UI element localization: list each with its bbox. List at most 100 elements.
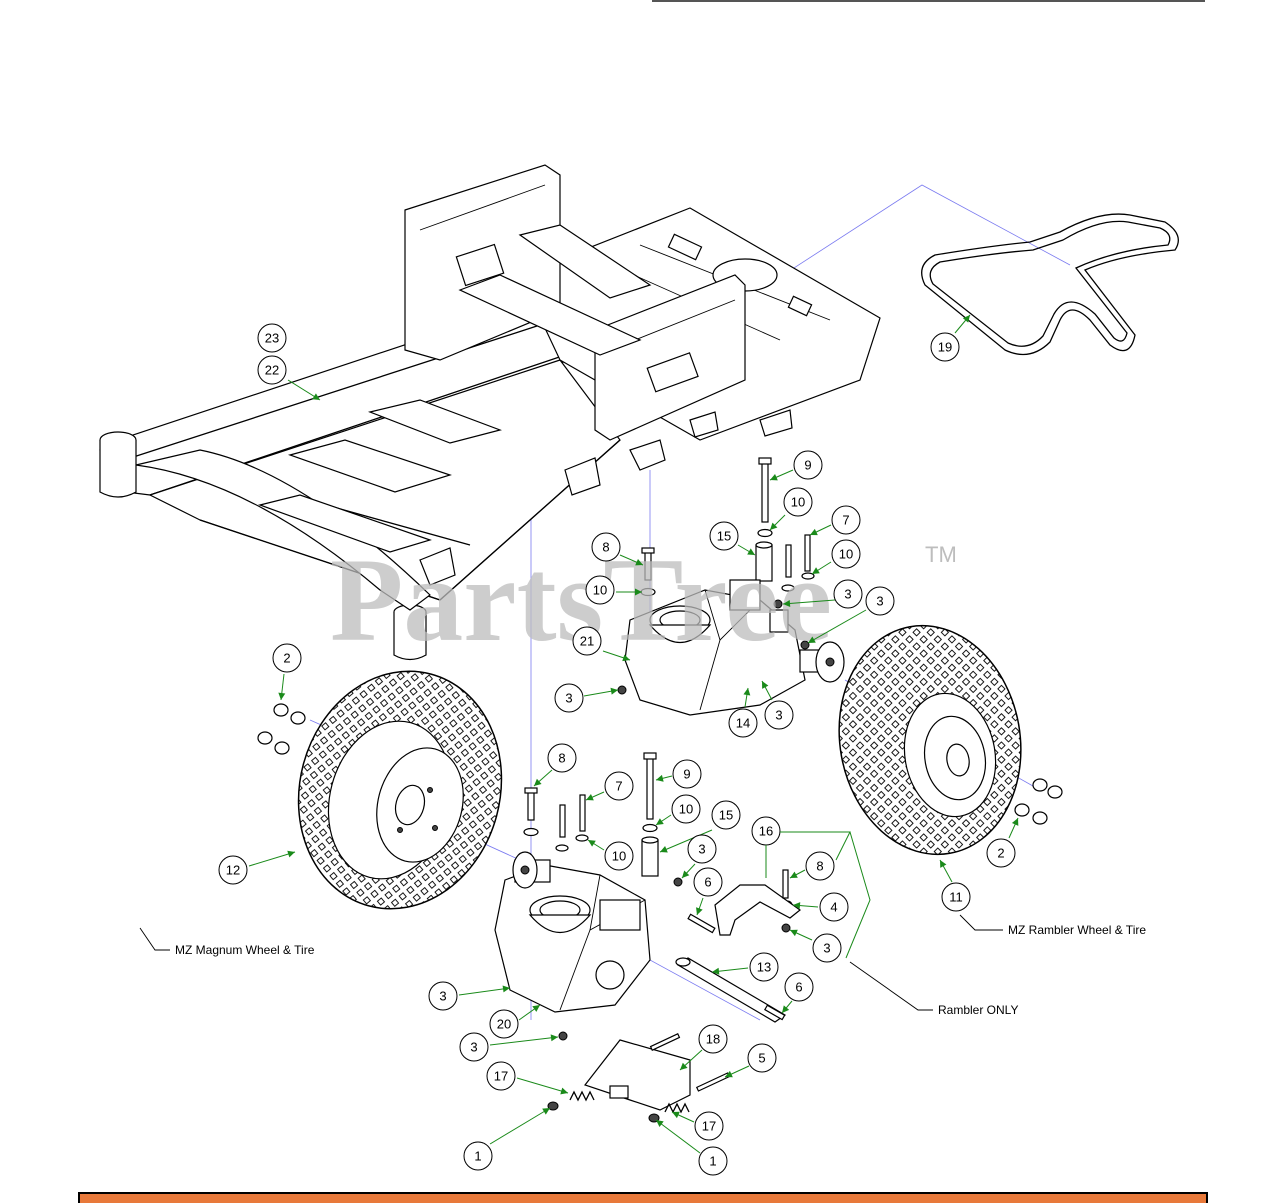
callout-bubble [793, 450, 823, 480]
leader-arrowhead [287, 850, 295, 858]
leader-arrowhead [810, 528, 818, 536]
callout-bubble [812, 933, 842, 963]
leader-arrowhead [502, 985, 510, 993]
callout-label: 17 [702, 1119, 716, 1134]
leader-arrowhead [550, 1034, 558, 1042]
callout-bubble [463, 1141, 493, 1171]
callout-bubble [486, 1061, 516, 1091]
callout-label: 12 [226, 863, 240, 878]
callout-bubble [671, 794, 701, 824]
callout-label: 15 [717, 529, 731, 544]
callout-bubble [672, 759, 702, 789]
callout-bubble [819, 892, 849, 922]
callout-bubble [698, 1024, 728, 1054]
callout-label: 7 [842, 513, 849, 528]
callout-label: 8 [602, 540, 609, 555]
callout-label: 2 [997, 846, 1004, 861]
leader-arrowhead [672, 1111, 680, 1119]
callout-bubble [805, 851, 835, 881]
callout-label: 4 [830, 900, 837, 915]
callout-label: 16 [759, 824, 773, 839]
callout-label: 10 [612, 849, 626, 864]
callout-label: 2 [283, 651, 290, 666]
leader-arrowhead [783, 599, 791, 607]
callout-leader [516, 1077, 569, 1094]
callout-label: 7 [615, 779, 622, 794]
leader-arrowhead [656, 1120, 664, 1127]
leader-arrowhead [940, 860, 947, 868]
leader-arrowhead [790, 871, 798, 878]
callout-label: 9 [804, 458, 811, 473]
callout-bubble [272, 643, 302, 673]
leader-arrowhead [660, 846, 668, 853]
callout-label: 17 [494, 1069, 508, 1084]
callout-bubble [459, 1032, 489, 1062]
callout-leader [489, 1036, 559, 1046]
leader-arrowhead [635, 558, 643, 566]
callout-bubble [930, 332, 960, 362]
callout-label: 19 [938, 340, 952, 355]
leader-arrowhead [682, 870, 690, 878]
callout-label: 3 [565, 691, 572, 706]
callout-label: 1 [474, 1149, 481, 1164]
callout-label: 9 [683, 767, 690, 782]
leader-arrowhead [962, 315, 970, 323]
callout-bubble [833, 579, 863, 609]
callout-label: 3 [823, 941, 830, 956]
leader-arrowhead [278, 692, 286, 700]
callout-bubble [941, 882, 971, 912]
callout-label: 10 [679, 802, 693, 817]
callout-label: 8 [558, 751, 565, 766]
note-rambler-wheel: MZ Rambler Wheel & Tire [1008, 923, 1146, 937]
leader-arrowhead [712, 967, 720, 975]
callout-leader [248, 851, 296, 867]
callout-label: 6 [795, 980, 802, 995]
leader-arrowhead [782, 1005, 790, 1013]
leader-arrowhead [534, 778, 542, 786]
callout-label: 10 [839, 547, 853, 562]
callout-bubble [831, 505, 861, 535]
leader-arrowhead [790, 929, 798, 937]
leader-arrowhead [610, 687, 618, 695]
callout-label: 8 [816, 859, 823, 874]
callout-bubble [865, 586, 895, 616]
callout-bubble [986, 838, 1016, 868]
callout-bubble [711, 800, 741, 830]
callout-leader [659, 829, 713, 853]
leader-arrowhead [747, 548, 755, 555]
leader-arrowhead [762, 681, 769, 689]
callout-bubble [831, 539, 861, 569]
callout-label: 3 [698, 842, 705, 857]
leader-arrowhead [560, 1087, 568, 1095]
callout-bubble [428, 981, 458, 1011]
leader-arrowhead [725, 1070, 733, 1078]
callout-label: 20 [497, 1017, 511, 1032]
leader-arrowhead [542, 1108, 550, 1115]
watermark-tm: TM [925, 542, 957, 567]
transaxle-right [624, 579, 845, 716]
notes: MZ Magnum Wheel & Tire MZ Rambler Wheel … [139, 914, 1146, 1017]
callout-bubble [604, 841, 634, 871]
callout-bubble [783, 487, 813, 517]
callout-bubble [694, 1111, 724, 1141]
callout-bubble [709, 521, 739, 551]
callout-bubble [604, 771, 634, 801]
callout-label: 1 [709, 1154, 716, 1169]
leader-arrowhead [532, 1005, 540, 1012]
mower-frame [99, 164, 881, 661]
drive-belt [921, 213, 1179, 356]
leader-arrowhead [770, 522, 778, 530]
callout-bubble [572, 626, 602, 656]
callout-leader [782, 599, 836, 605]
leader-arrowhead [696, 907, 703, 915]
callout-label: 3 [844, 587, 851, 602]
leader-arrowhead [812, 567, 820, 574]
wheel-left [257, 670, 503, 910]
leader-arrowhead [808, 636, 816, 643]
leader-arrowhead [586, 793, 594, 801]
callout-leader [489, 1107, 551, 1145]
callout-label: 14 [736, 716, 750, 731]
transaxle-left [494, 851, 651, 1013]
leader-arrowhead [588, 840, 596, 847]
callout-label: 10 [791, 495, 805, 510]
